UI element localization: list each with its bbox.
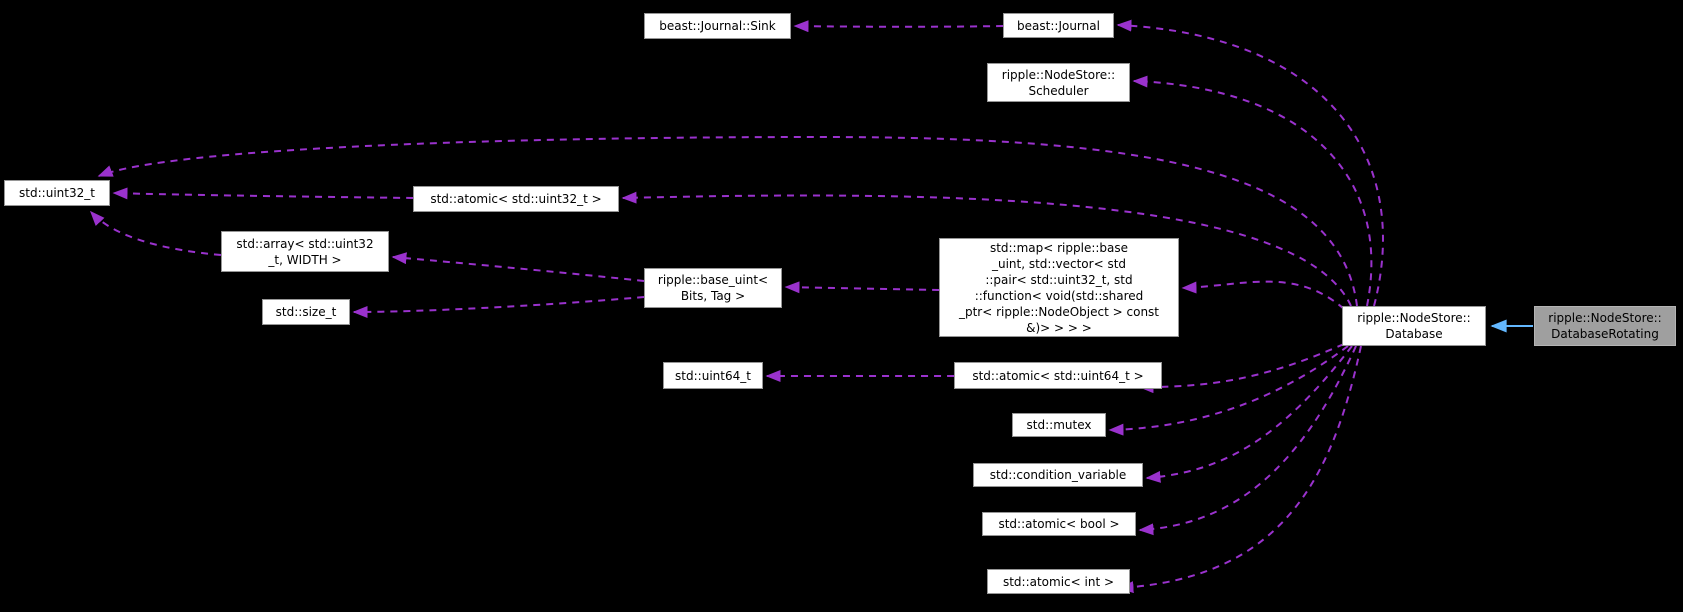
edge-database-to-scheduler [1132,75,1373,307]
edge-database-to-mutex [1108,345,1349,436]
edge-atomic-uint32-to-uint32 [112,187,414,200]
node-std-map: std::map< ripple::base _uint, std::vecto… [939,238,1179,337]
node-std-array: std::array< std::uint32 _t, WIDTH > [221,231,389,272]
node-std-atomic-uint64: std::atomic< std::uint64_t > [954,362,1162,389]
edge-array-to-uint32 [89,210,222,256]
node-nodestore-database-rotating: ripple::NodeStore:: DatabaseRotating [1534,306,1676,346]
node-std-size-t: std::size_t [262,299,350,325]
node-beast-journal-sink[interactable]: beast::Journal::Sink [644,13,791,39]
edge-database-to-atomic-uint32 [621,191,1352,307]
edge-map-to-base-uint [784,281,940,294]
node-std-uint64-t: std::uint64_t [663,362,763,389]
edge-base-uint-to-array [391,252,645,282]
node-nodestore-scheduler[interactable]: ripple::NodeStore:: Scheduler [987,63,1130,102]
edge-database-to-condition-variable [1145,345,1353,483]
node-std-atomic-uint32: std::atomic< std::uint32_t > [413,186,619,212]
node-std-condition-variable: std::condition_variable [973,463,1143,487]
node-std-uint32-t: std::uint32_t [4,180,110,206]
edge-base-uint-to-size-t [352,296,645,318]
edge-database-to-map [1181,280,1345,310]
node-std-atomic-bool: std::atomic< bool > [982,512,1136,536]
edge-database-to-atomic-int [1118,345,1362,594]
node-ripple-base-uint[interactable]: ripple::base_uint< Bits, Tag > [644,268,782,308]
edge-database-to-atomic-uint64 [1138,343,1345,394]
node-beast-journal[interactable]: beast::Journal [1003,13,1114,38]
edge-database-to-journal [1116,19,1384,307]
edge-database-to-atomic-bool [1138,345,1357,536]
edge-journal-to-sink [793,20,1004,33]
node-nodestore-database[interactable]: ripple::NodeStore:: Database [1342,306,1486,346]
node-std-mutex: std::mutex [1012,413,1106,437]
node-std-atomic-int: std::atomic< int > [987,569,1130,594]
